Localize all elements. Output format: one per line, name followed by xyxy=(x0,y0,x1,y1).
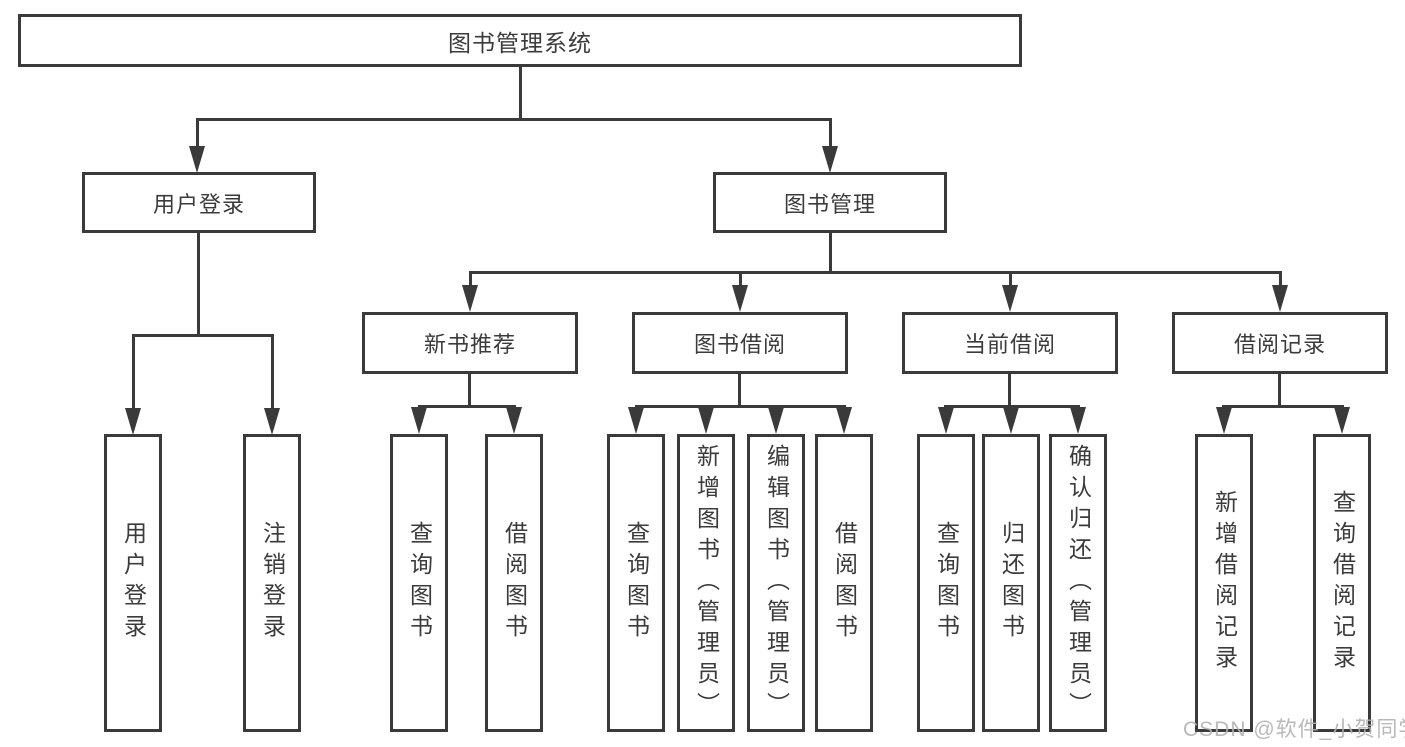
leaf-query-borrow-record-label: 查询借阅记录 xyxy=(1329,490,1356,676)
leaf-logout-label: 注销登录 xyxy=(259,521,286,645)
node-new-book-recommend-label: 新书推荐 xyxy=(423,332,516,357)
arrowhead-g2-leaf1 xyxy=(628,407,644,434)
leaf-edit-book-admin-label: 编辑图书（管理员） xyxy=(763,443,790,723)
leaf-query-borrow-record: 查询借阅记录 xyxy=(1313,434,1371,732)
connector-user-stem xyxy=(197,233,200,336)
leaf-add-book-admin: 新增图书（管理员） xyxy=(677,434,735,732)
node-root: 图书管理系统 xyxy=(18,14,1022,67)
connector-user-rail xyxy=(132,334,274,337)
arrowhead-user-leaf2 xyxy=(264,408,280,435)
leaf-confirm-return-admin-label: 确认归还（管理员） xyxy=(1065,443,1092,723)
arrowhead-g1-leaf1 xyxy=(411,407,427,434)
connector-user-leaf1-drop xyxy=(132,334,135,409)
leaf-recommend-query-books-label: 查询图书 xyxy=(406,521,433,645)
arrowhead-g4-leaf1 xyxy=(1216,407,1232,434)
connector-g1-rail xyxy=(418,405,516,408)
node-current-borrow: 当前借阅 xyxy=(902,312,1118,374)
node-user-login-branch: 用户登录 xyxy=(82,172,316,233)
connector-g2-stem xyxy=(738,374,741,407)
node-borrow-records-label: 借阅记录 xyxy=(1233,332,1326,357)
node-root-label: 图书管理系统 xyxy=(448,29,592,56)
leaf-recommend-borrow-books: 借阅图书 xyxy=(485,434,543,732)
leaf-logout: 注销登录 xyxy=(243,434,301,732)
node-new-book-recommend: 新书推荐 xyxy=(362,312,578,374)
connector-group3-drop xyxy=(1009,271,1012,287)
node-book-borrow-label: 图书借阅 xyxy=(693,332,786,357)
connector-book-rail xyxy=(469,271,1282,274)
arrowhead-user-branch xyxy=(189,146,205,173)
node-user-login-branch-label: 用户登录 xyxy=(152,191,245,217)
arrowhead-group1 xyxy=(462,285,478,312)
connector-g3-rail xyxy=(944,405,1080,408)
arrowhead-g3-leaf3 xyxy=(1070,407,1086,434)
arrowhead-g1-leaf2 xyxy=(506,407,522,434)
connector-user-leaf2-drop xyxy=(271,334,274,409)
arrowhead-g2-leaf2 xyxy=(698,407,714,434)
arrowhead-group2 xyxy=(732,285,748,312)
connector-g4-stem xyxy=(1278,374,1281,407)
arrowhead-g2-leaf3 xyxy=(768,407,784,434)
connector-g3-stem xyxy=(1008,374,1011,407)
leaf-add-borrow-record: 新增借阅记录 xyxy=(1195,434,1253,732)
connector-root-rail xyxy=(196,118,832,121)
arrowhead-group3 xyxy=(1002,285,1018,312)
arrowhead-g3-leaf2 xyxy=(1003,407,1019,434)
leaf-current-query-books: 查询图书 xyxy=(917,434,975,732)
connector-group4-drop xyxy=(1279,271,1282,287)
node-borrow-records: 借阅记录 xyxy=(1172,312,1388,374)
leaf-user-login-label: 用户登录 xyxy=(120,521,147,645)
csdn-watermark: CSDN @软件_小贺同学 xyxy=(1183,718,1405,741)
arrowhead-g2-leaf4 xyxy=(836,407,852,434)
arrowhead-g4-leaf2 xyxy=(1334,407,1350,434)
arrowhead-group4 xyxy=(1272,285,1288,312)
leaf-borrow-query-books: 查询图书 xyxy=(607,434,665,732)
connector-user-branch-drop xyxy=(196,118,199,148)
arrowhead-book-branch xyxy=(822,146,838,173)
leaf-borrow-query-books-label: 查询图书 xyxy=(623,521,650,645)
leaf-return-book: 归还图书 xyxy=(982,434,1040,732)
connector-group1-drop xyxy=(469,271,472,287)
node-book-borrow: 图书借阅 xyxy=(632,312,848,374)
connector-book-stem xyxy=(829,233,832,273)
leaf-borrow-borrow-books-label: 借阅图书 xyxy=(831,521,858,645)
connector-root-stem xyxy=(519,67,522,120)
node-current-borrow-label: 当前借阅 xyxy=(963,332,1056,357)
arrowhead-g3-leaf1 xyxy=(938,407,954,434)
connector-group2-drop xyxy=(739,271,742,287)
leaf-recommend-query-books: 查询图书 xyxy=(390,434,448,732)
connector-book-branch-drop xyxy=(829,118,832,148)
leaf-return-book-label: 归还图书 xyxy=(998,521,1025,645)
arrowhead-user-leaf1 xyxy=(125,408,141,435)
leaf-add-borrow-record-label: 新增借阅记录 xyxy=(1211,490,1238,676)
node-book-management-label: 图书管理 xyxy=(783,191,876,217)
connector-g2-rail xyxy=(635,405,846,408)
leaf-user-login: 用户登录 xyxy=(104,434,162,732)
leaf-add-book-admin-label: 新增图书（管理员） xyxy=(693,443,720,723)
leaf-edit-book-admin: 编辑图书（管理员） xyxy=(747,434,805,732)
node-book-management: 图书管理 xyxy=(713,172,947,233)
connector-g1-stem xyxy=(468,374,471,407)
leaf-current-query-books-label: 查询图书 xyxy=(933,521,960,645)
connector-g4-rail xyxy=(1222,405,1344,408)
leaf-confirm-return-admin: 确认归还（管理员） xyxy=(1049,434,1107,732)
leaf-recommend-borrow-books-label: 借阅图书 xyxy=(501,521,528,645)
leaf-borrow-borrow-books: 借阅图书 xyxy=(815,434,873,732)
